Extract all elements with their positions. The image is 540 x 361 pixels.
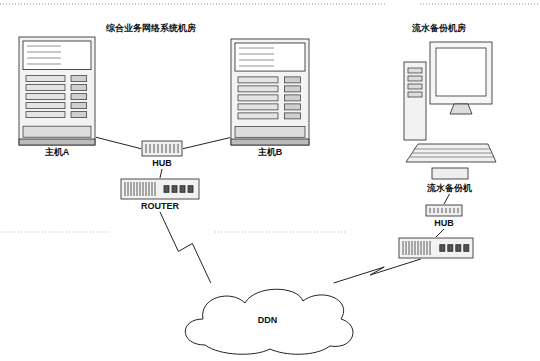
node-label: HUB xyxy=(141,158,183,169)
room-border xyxy=(420,4,540,5)
room-border xyxy=(0,232,110,233)
hub-node: HUB xyxy=(141,140,183,169)
router-symbol xyxy=(120,178,200,200)
pc-symbol xyxy=(402,40,497,182)
network-cable xyxy=(183,138,230,149)
network-cable xyxy=(96,137,141,148)
server-node: 主机A xyxy=(18,36,96,158)
server-symbol xyxy=(18,36,96,146)
room-border xyxy=(0,4,385,5)
room-border xyxy=(215,232,345,233)
hub-node: HUB xyxy=(425,204,463,229)
router-symbol xyxy=(398,237,474,259)
network-cable xyxy=(160,169,162,178)
router-node xyxy=(398,237,474,259)
node-label: HUB xyxy=(425,218,463,229)
network-cable xyxy=(444,194,450,204)
cloud-node: DDN xyxy=(173,283,362,357)
room-title: 流水备份机房 xyxy=(410,22,468,35)
server-node: 主机B xyxy=(230,38,310,158)
network-cable xyxy=(436,229,444,237)
room-title: 综合业务网络系统机房 xyxy=(104,22,198,35)
hub-symbol xyxy=(141,140,183,157)
node-label: 主机B xyxy=(230,147,310,158)
node-label: 主机A xyxy=(18,147,96,158)
wan-link xyxy=(160,212,211,283)
router-node: ROUTER xyxy=(120,178,200,212)
wan-link xyxy=(334,259,421,283)
pc-node: 流水备份机 xyxy=(402,40,497,194)
hub-symbol xyxy=(425,204,463,217)
node-label: DDN xyxy=(173,315,362,326)
node-label: 流水备份机 xyxy=(402,183,497,194)
node-label: ROUTER xyxy=(120,201,200,212)
server-symbol xyxy=(230,38,310,146)
